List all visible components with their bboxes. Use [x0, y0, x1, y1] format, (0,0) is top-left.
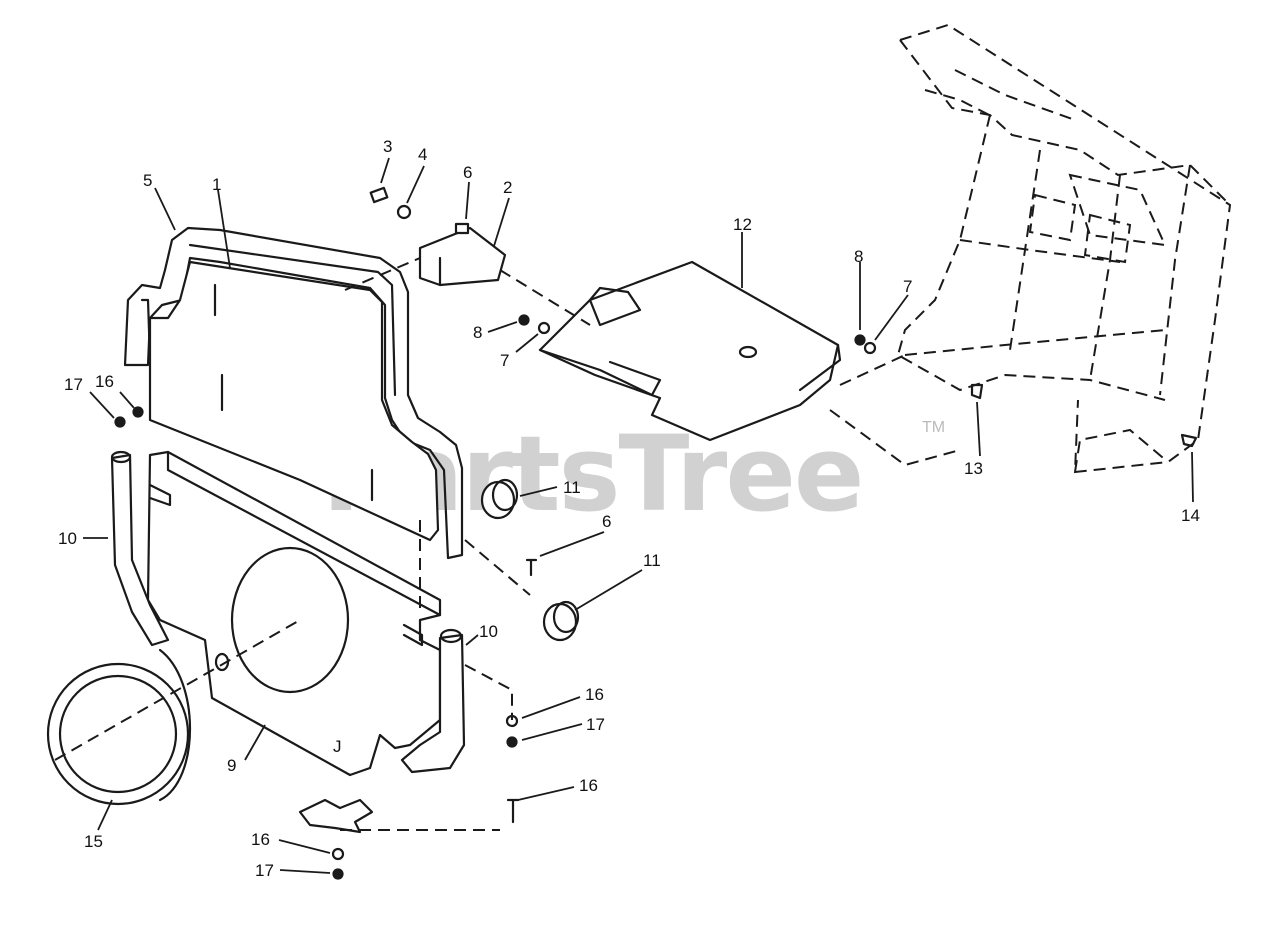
side-seal-right — [400, 633, 466, 774]
hardware — [114, 186, 1198, 880]
washer-4 — [396, 204, 412, 220]
callout-5: 5 — [143, 171, 152, 190]
callout-4: 4 — [418, 145, 427, 164]
support-plate-tab — [588, 286, 642, 327]
callout-17-bottom: 17 — [255, 861, 274, 880]
front-panel-opening — [230, 546, 350, 694]
support-plate-hole — [738, 345, 758, 359]
callout-10-right: 10 — [479, 622, 498, 641]
bolt-6-lower — [525, 558, 538, 577]
callout-2: 2 — [503, 178, 512, 197]
clip-13 — [970, 383, 984, 400]
callout-17-top: 17 — [64, 375, 83, 394]
nut-16-top — [132, 406, 144, 418]
side-seal-right-end — [439, 628, 463, 644]
front-panel-slot-left — [148, 483, 172, 507]
nut-17-bottom — [332, 868, 344, 880]
callouts: 3 4 6 2 5 1 12 8 7 8 7 17 16 10 11 6 11 … — [58, 137, 1200, 880]
nut-8-right — [854, 334, 866, 346]
front-panel-flange — [166, 450, 442, 617]
front-panel — [146, 450, 442, 777]
nut-17-mid — [506, 736, 518, 748]
bolt-16-low — [506, 798, 520, 824]
watermark-tm: TM — [922, 419, 945, 436]
callout-16-low: 16 — [579, 776, 598, 795]
callout-16-top: 16 — [95, 372, 114, 391]
washer-7-right — [863, 341, 877, 355]
grommet-lower — [542, 600, 580, 642]
support-plate-edge — [798, 343, 842, 392]
callout-15: 15 — [84, 832, 103, 851]
headlight-ring — [46, 648, 192, 806]
side-seal-left-end — [110, 450, 132, 464]
callout-9: 9 — [227, 756, 236, 775]
assembly-lines — [54, 257, 961, 831]
callout-8-right: 8 — [854, 247, 863, 266]
callout-16-mid: 16 — [585, 685, 604, 704]
front-panel-slot-right — [402, 623, 424, 647]
grille-trim — [123, 226, 464, 560]
tractor-frame-outline — [896, 23, 1232, 474]
washer-7-left — [537, 321, 551, 335]
callout-13: 13 — [964, 459, 983, 478]
side-seal-left — [110, 453, 170, 647]
screw-6-top — [454, 222, 470, 235]
grille-plate — [148, 260, 440, 542]
callout-6-top: 6 — [463, 163, 472, 182]
callout-3: 3 — [383, 137, 392, 156]
callout-12: 12 — [733, 215, 752, 234]
callout-8-left: 8 — [473, 323, 482, 342]
grommet-upper — [480, 478, 519, 520]
callout-11-upper: 11 — [563, 478, 581, 497]
callout-17-mid: 17 — [586, 715, 605, 734]
callout-j: J — [333, 737, 342, 756]
callout-10-left: 10 — [58, 529, 77, 548]
support-plate — [538, 260, 840, 442]
screw-3 — [369, 186, 389, 204]
callout-14: 14 — [1181, 506, 1200, 525]
leader-lines — [83, 157, 1194, 874]
callout-11-lower: 11 — [643, 551, 661, 570]
callout-6-lower: 6 — [602, 512, 611, 531]
mounting-bracket — [418, 226, 507, 287]
callout-1: 1 — [212, 175, 221, 194]
support-plate-flange — [538, 348, 662, 397]
grille-trim-inner-top — [188, 243, 397, 397]
nut-8-left — [518, 314, 530, 326]
callout-7-right: 7 — [903, 277, 912, 296]
nut-17-top — [114, 416, 126, 428]
washer-16-bottom — [331, 847, 345, 861]
callout-16-bottom: 16 — [251, 830, 270, 849]
screw-14 — [1180, 433, 1198, 448]
bottom-bracket-j — [298, 798, 374, 834]
callout-7-left: 7 — [500, 351, 509, 370]
